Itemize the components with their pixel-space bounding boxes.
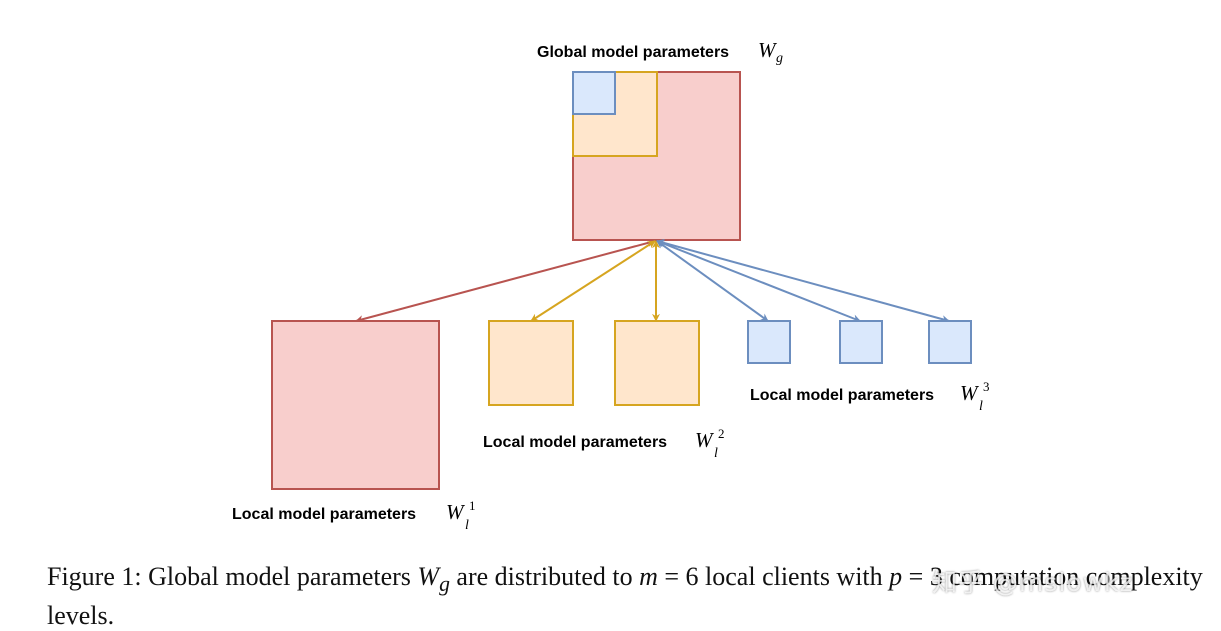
arrow-to-blue-client-2 [656,239,861,323]
local-blue-client-1 [747,320,791,364]
svg-text:2: 2 [718,426,725,441]
zhihu-watermark: 知乎 @mslowkz [932,568,1134,597]
svg-text:W: W [446,500,466,524]
svg-text:W: W [758,38,778,62]
svg-text:3: 3 [983,379,990,394]
local-red-client [271,320,440,490]
local-model-label-3: Local model parameters W l 3 [750,379,990,414]
caption-text-b: are distributed to [456,562,633,591]
local-blue-client-3 [928,320,972,364]
global-parameter-block [572,71,741,241]
global-model-label: Global model parameters W g [537,38,783,66]
svg-text:Local model parameters: Local model parameters [232,506,416,523]
local-orange-client-2 [614,320,700,406]
svg-text:W: W [960,381,980,405]
local-blue-client-2 [839,320,883,364]
caption-text-a: Global model parameters [148,562,411,591]
arrow-to-orange-client-1 [530,240,656,322]
svg-text:g: g [776,51,783,66]
svg-text:l: l [714,446,718,461]
arrow-to-red-client [355,238,656,324]
arrow-to-blue-client-3 [656,239,950,323]
svg-text:W: W [695,428,715,452]
caption-symbol-w: W [417,562,440,591]
svg-text:Local model parameters: Local model parameters [750,387,934,404]
distribution-arrows [355,238,950,324]
local-model-label-2: Local model parameters W l 2 [483,426,725,461]
caption-symbol-m: m [639,562,658,591]
caption-text-c: = 6 local clients with [664,562,883,591]
caption-symbol-g: g [439,572,450,597]
figure-label: Figure 1: [47,562,142,591]
svg-text:l: l [465,518,469,533]
arrow-to-blue-client-1 [656,240,769,322]
svg-text:Global model parameters: Global model parameters [537,44,729,61]
svg-text:l: l [979,399,983,414]
local-model-label-1: Local model parameters W l 1 [232,498,476,533]
figure-caption: Figure 1: Global model parameters Wg are… [47,561,1212,631]
svg-text:1: 1 [469,498,476,513]
local-orange-client-1 [488,320,574,406]
caption-text-d: = 3 computation complexity levels. [47,562,1203,631]
caption-symbol-p: p [889,562,903,591]
global-blue-square [572,71,616,115]
svg-text:Local model parameters: Local model parameters [483,434,667,451]
